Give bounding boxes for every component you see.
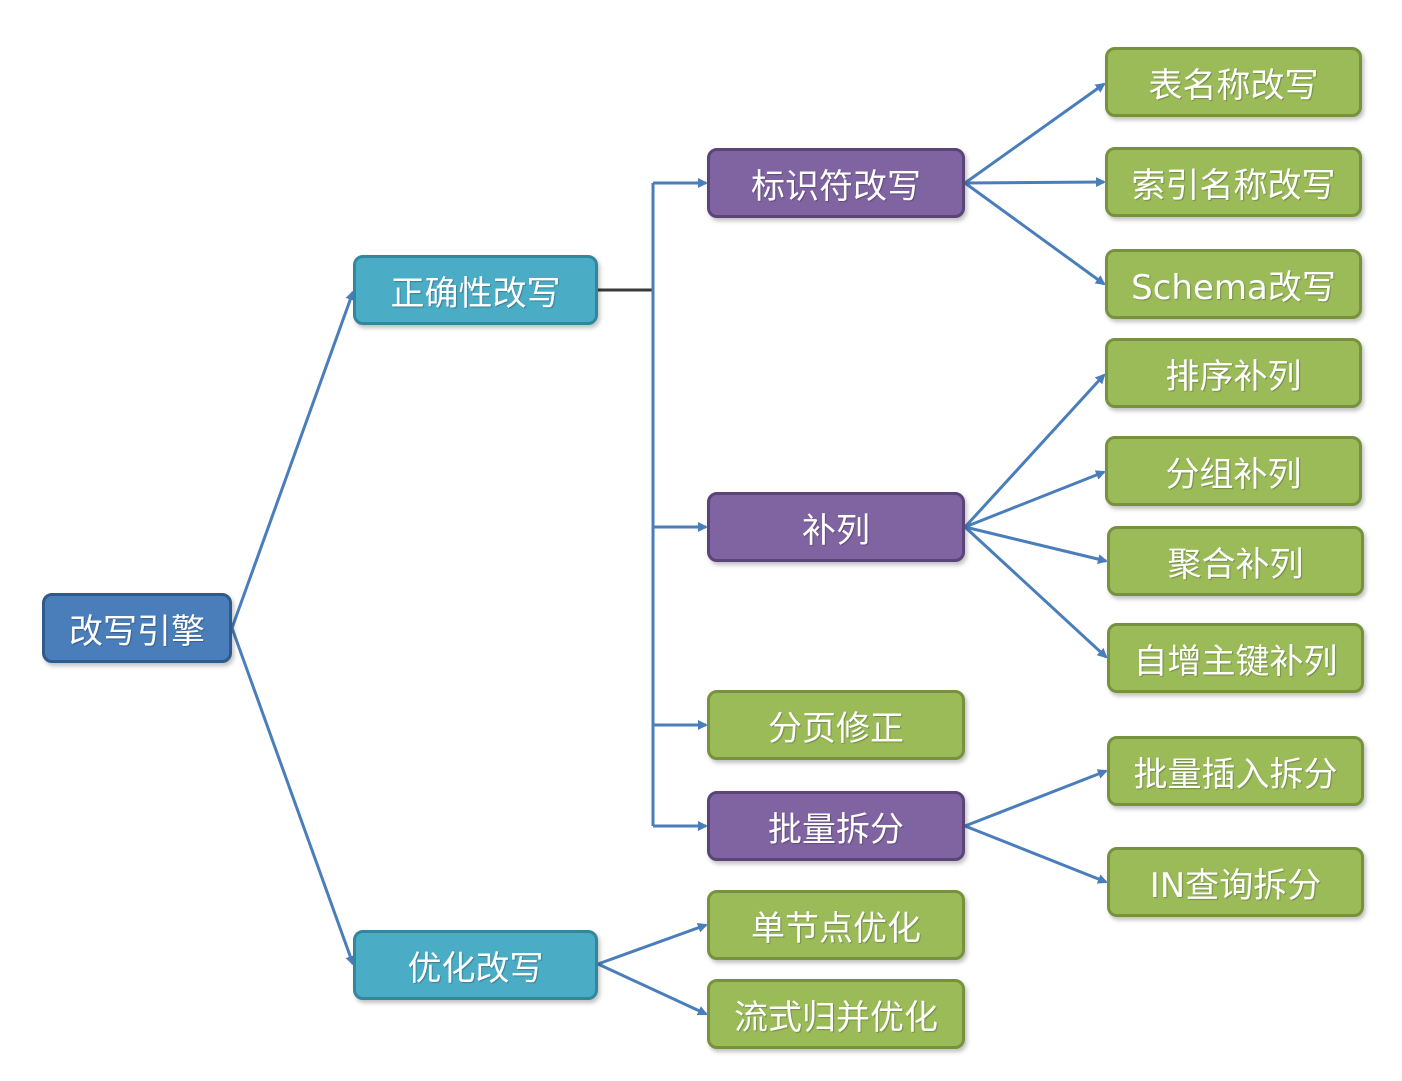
node-identifier-rewrite: 标识符改写 [707,148,965,218]
edge-identifier-index [964,177,1106,188]
edge-root-correctness [230,290,355,629]
edge-addcol-agg [964,525,1108,564]
node-rewrite-engine: 改写引擎 [42,593,232,663]
node-autoincrement-key-add-column: 自增主键补列 [1107,623,1364,693]
edge-batch-in [964,824,1108,884]
edge-addcol-group [964,470,1106,529]
node-aggregate-add-column: 聚合补列 [1107,526,1364,596]
edge-addcol-autoinc [963,525,1108,659]
node-table-name-rewrite: 表名称改写 [1105,47,1362,117]
node-group-add-column: 分组补列 [1105,436,1362,506]
node-batch-split: 批量拆分 [707,791,965,861]
node-in-query-split: IN查询拆分 [1107,847,1364,917]
node-single-node-optimization: 单节点优化 [707,890,965,960]
node-correctness-rewrite: 正确性改写 [353,255,598,325]
edge-root-optimization [230,627,355,966]
node-add-column: 补列 [707,492,965,562]
node-optimization-rewrite: 优化改写 [353,930,598,1000]
edge-identifier-schema [964,181,1106,286]
node-batch-insert-split: 批量插入拆分 [1107,736,1364,806]
node-order-add-column: 排序补列 [1105,338,1362,408]
edge-addcol-order [963,373,1106,529]
edge-batch-insert [964,769,1108,828]
edge-identifier-table [964,82,1106,185]
node-pagination-fix: 分页修正 [707,690,965,760]
node-stream-merge-optimization: 流式归并优化 [707,979,965,1049]
node-schema-rewrite: Schema改写 [1105,249,1362,319]
node-index-name-rewrite: 索引名称改写 [1105,147,1362,217]
edge-opt-single [597,923,708,966]
edge-opt-stream [597,962,708,1016]
